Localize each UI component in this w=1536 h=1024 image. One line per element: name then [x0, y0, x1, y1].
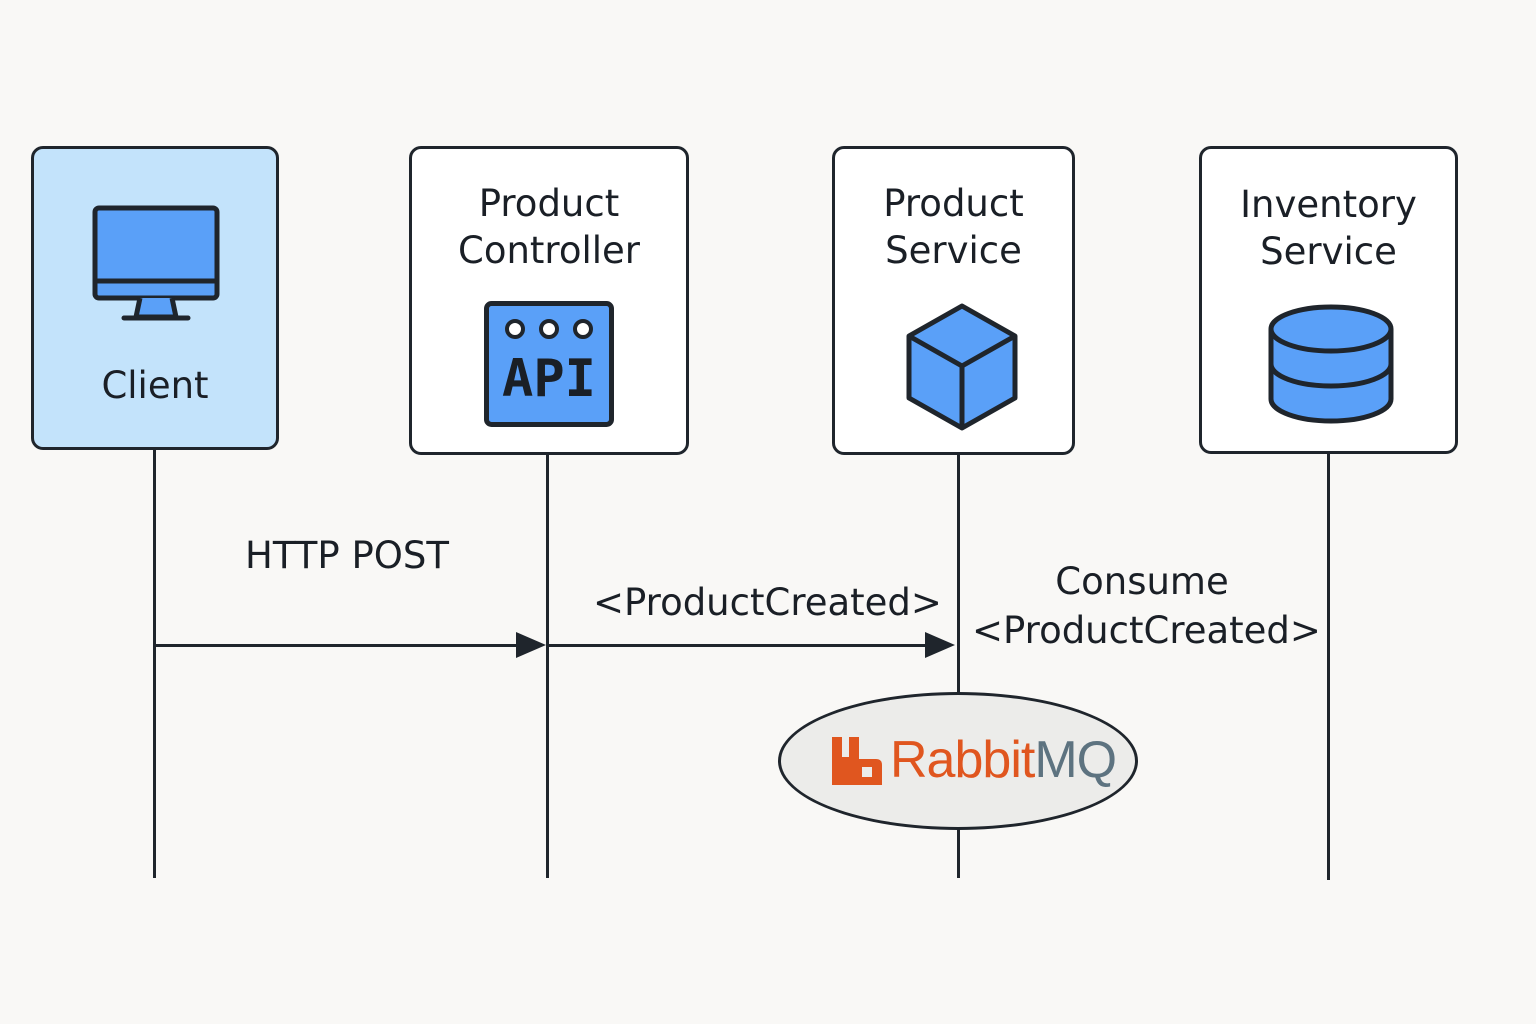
database-icon	[1268, 304, 1394, 424]
product-controller-box: Product Controller API	[409, 146, 689, 455]
cube-icon	[906, 303, 1018, 431]
http-post-label: HTTP POST	[245, 534, 449, 577]
http-post-arrowhead	[516, 632, 546, 658]
monitor-icon	[92, 205, 220, 321]
product-service-lifeline	[957, 453, 960, 878]
rabbitmq-wordmark-rabbit: Rabbit	[890, 731, 1035, 789]
product-created-label: <ProductCreated>	[593, 581, 942, 624]
consume-label: Consume	[1055, 560, 1229, 603]
rabbitmq-wordmark: RabbitMQ	[890, 730, 1117, 790]
api-icon-text: API	[502, 349, 596, 409]
client-lifeline	[153, 448, 156, 878]
inventory-service-box: Inventory Service	[1199, 146, 1458, 454]
client-box: Client	[31, 146, 279, 450]
product-created-arrow	[548, 644, 934, 647]
product-controller-lifeline	[546, 453, 549, 878]
inventory-service-lifeline	[1327, 452, 1330, 880]
product-created-arrowhead	[925, 632, 955, 658]
rabbitmq-broker	[778, 692, 1138, 830]
product-service-box: Product Service	[832, 146, 1075, 455]
rabbitmq-logo-icon	[832, 737, 882, 785]
client-title: Client	[101, 364, 209, 407]
product-service-title: Product Service	[883, 182, 1024, 272]
consume-product-created-label: <ProductCreated>	[972, 609, 1321, 652]
api-icon: API	[484, 301, 614, 427]
rabbitmq-wordmark-mq: MQ	[1034, 731, 1117, 789]
http-post-arrow	[155, 644, 525, 647]
product-controller-title: Product Controller	[457, 182, 640, 272]
inventory-service-title: Inventory Service	[1240, 183, 1417, 273]
